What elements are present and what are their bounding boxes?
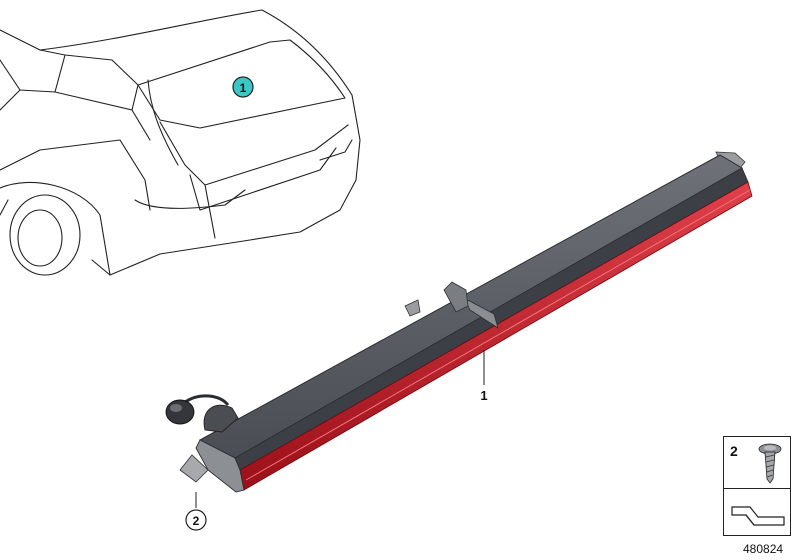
cable — [184, 394, 230, 407]
folder-symbol-icon — [731, 506, 785, 526]
part-number-label: 1 — [480, 388, 487, 403]
legend-divider — [724, 488, 790, 489]
car-rear-outline — [0, 9, 361, 276]
grommet — [165, 399, 195, 425]
callout-circle — [232, 76, 254, 98]
diagram-id: 480824 — [743, 542, 784, 556]
lens-highlight — [245, 189, 751, 481]
screw-callout[interactable]: 2 — [185, 509, 207, 531]
legend-item-number: 2 — [730, 443, 738, 459]
screw-icon[interactable] — [752, 441, 788, 485]
car-callout[interactable]: 1 — [232, 76, 254, 98]
center-clip — [443, 281, 469, 313]
parts-legend: 2 — [723, 436, 791, 536]
left-bracket — [179, 454, 209, 483]
brake-light-assembly[interactable] — [165, 151, 753, 493]
screw-callout-label: 2 — [193, 514, 200, 528]
callout-circle — [185, 509, 207, 531]
grommet-highlight — [170, 404, 182, 412]
left-end-cap — [195, 439, 245, 493]
car-callout-label: 1 — [240, 81, 247, 95]
mid-clip — [404, 299, 421, 317]
connector — [203, 404, 239, 433]
